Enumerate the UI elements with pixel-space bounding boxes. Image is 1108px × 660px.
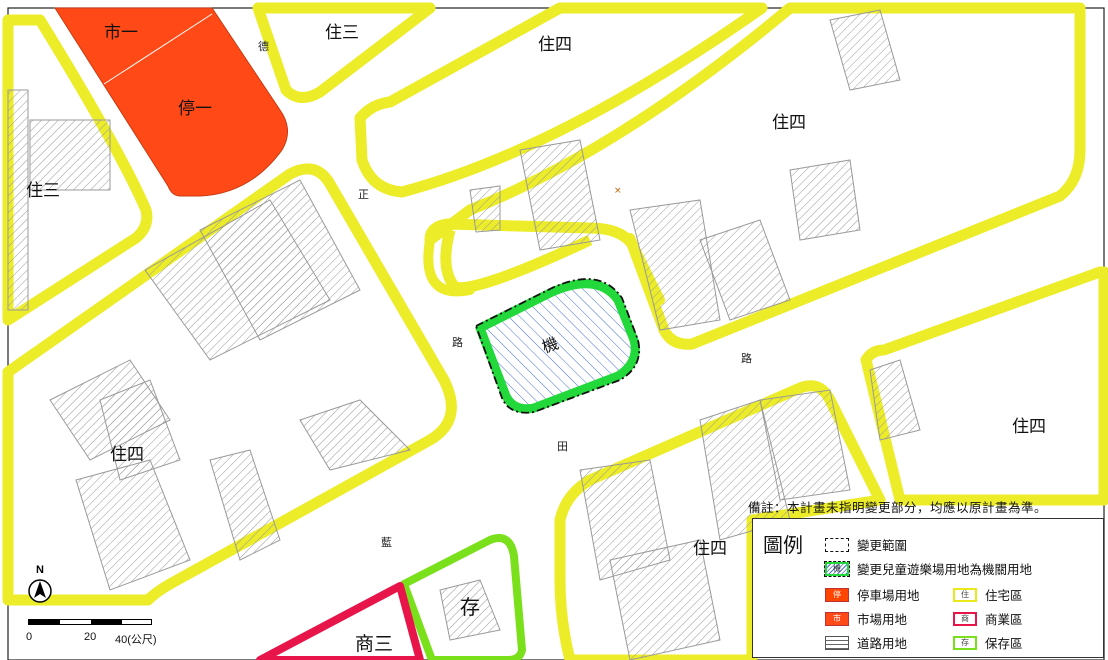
bldg-6 (99, 379, 181, 481)
bldg-2 (29, 119, 111, 191)
bldg-10 (519, 139, 601, 251)
label-res3-left: 住三 (26, 181, 60, 201)
scale-bar-graphic (28, 619, 152, 625)
road-label-lu-left: 路 (452, 336, 463, 349)
legend-label-market: 市場用地 (857, 612, 908, 627)
legend-label-change: 變更範圍 (857, 538, 908, 553)
market-parking-divider (103, 13, 213, 85)
label-res4-bottom: 住四 (693, 539, 727, 559)
legend-swatch-change (825, 537, 849, 552)
north-arrow-icon (28, 579, 52, 603)
road-edge-1 (423, 235, 475, 297)
bldg-9 (299, 399, 411, 471)
block-res4-right (860, 266, 1108, 506)
legend-swatch-road (825, 635, 849, 650)
legend-swatch-res: 住 (953, 587, 977, 602)
label-commercial-3: 商三 (355, 633, 393, 655)
legend-item-market: 市 市場用地 (825, 609, 907, 628)
legend-swatch-pres: 存 (953, 635, 977, 650)
bldg-20 (469, 185, 501, 233)
change-boundary (474, 278, 641, 414)
point-marker: × (614, 186, 622, 196)
label-res4-right: 住四 (1012, 417, 1046, 437)
bldg-11 (629, 199, 721, 331)
bldg-17 (759, 389, 851, 501)
road-label-de: 德 (258, 39, 269, 53)
north-label: N (36, 564, 44, 576)
legend-item-com: 商 商業區 (953, 609, 1023, 628)
bldg-12 (699, 219, 791, 321)
block-res4-top (354, 2, 768, 198)
label-res4-top: 住四 (538, 35, 572, 55)
legend: 圖例 變更範圍 機 變更兒童遊樂場用地為機關用地 停 停車場用地 住 住宅區 市… (752, 518, 1104, 658)
scale-seg-1 (29, 620, 60, 624)
bldg-4 (199, 179, 361, 341)
zone-commercial (256, 582, 424, 660)
scale-seg-2 (91, 620, 122, 624)
legend-title: 圖例 (763, 533, 803, 557)
legend-label-road: 道路用地 (857, 636, 908, 651)
north-arrow: N (27, 564, 53, 604)
legend-swatch-com: 商 (953, 611, 977, 626)
legend-label-com: 商業區 (985, 612, 1023, 627)
legend-item-park: 停 停車場用地 (825, 585, 920, 604)
legend-item-gov: 機 變更兒童遊樂場用地為機關用地 (824, 559, 1033, 578)
bldg-preserve (439, 579, 501, 641)
legend-item-pres: 存 保存區 (953, 633, 1023, 652)
block-res3-top (252, 2, 436, 103)
zone-government (475, 279, 640, 414)
label-parking-1: 停一 (178, 99, 212, 119)
zone-market-parking (54, 7, 288, 197)
legend-swatch-gov: 機 (824, 560, 850, 577)
map-note: 備註：本計畫未指明變更部分，均應以原計畫為準。 (748, 500, 1048, 515)
label-government: 機 (540, 333, 562, 356)
scale-tick-0: 0 (26, 631, 33, 643)
road-label-tian: 田 (557, 440, 568, 453)
legend-swatch-market: 市 (825, 611, 849, 626)
bldg-19 (869, 359, 921, 441)
legend-swatch-park: 停 (825, 587, 849, 602)
bldg-8 (209, 449, 281, 561)
legend-label-pres: 保存區 (985, 636, 1023, 651)
label-res4-upper-right: 住四 (772, 113, 806, 133)
label-res3-top: 住三 (325, 23, 359, 43)
legend-label-park: 停車場用地 (857, 588, 920, 603)
bldg-18 (609, 539, 721, 660)
legend-label-res: 住宅區 (985, 588, 1023, 603)
label-res4-left: 住四 (110, 445, 144, 465)
legend-item-res: 住 住宅區 (953, 585, 1023, 604)
label-market-1: 市一 (104, 23, 138, 43)
road-label-zheng: 正 (358, 188, 369, 201)
legend-item-road: 道路用地 (825, 633, 907, 652)
scale-tick-40: 40(公尺) (115, 634, 157, 646)
bldg-14 (829, 9, 901, 91)
road-label-lu-right: 路 (741, 352, 752, 365)
bldg-1 (7, 89, 29, 311)
bldg-7 (75, 459, 191, 591)
scale-tick-20: 20 (84, 631, 97, 643)
road-label-lan: 藍 (381, 536, 392, 549)
legend-item-change: 變更範圍 (825, 535, 907, 554)
bldg-13 (789, 159, 861, 241)
legend-label-gov: 變更兒童遊樂場用地為機關用地 (857, 562, 1033, 577)
scale-bar: 0 20 40(公尺) (26, 619, 157, 649)
label-preserve: 存 (460, 595, 480, 619)
